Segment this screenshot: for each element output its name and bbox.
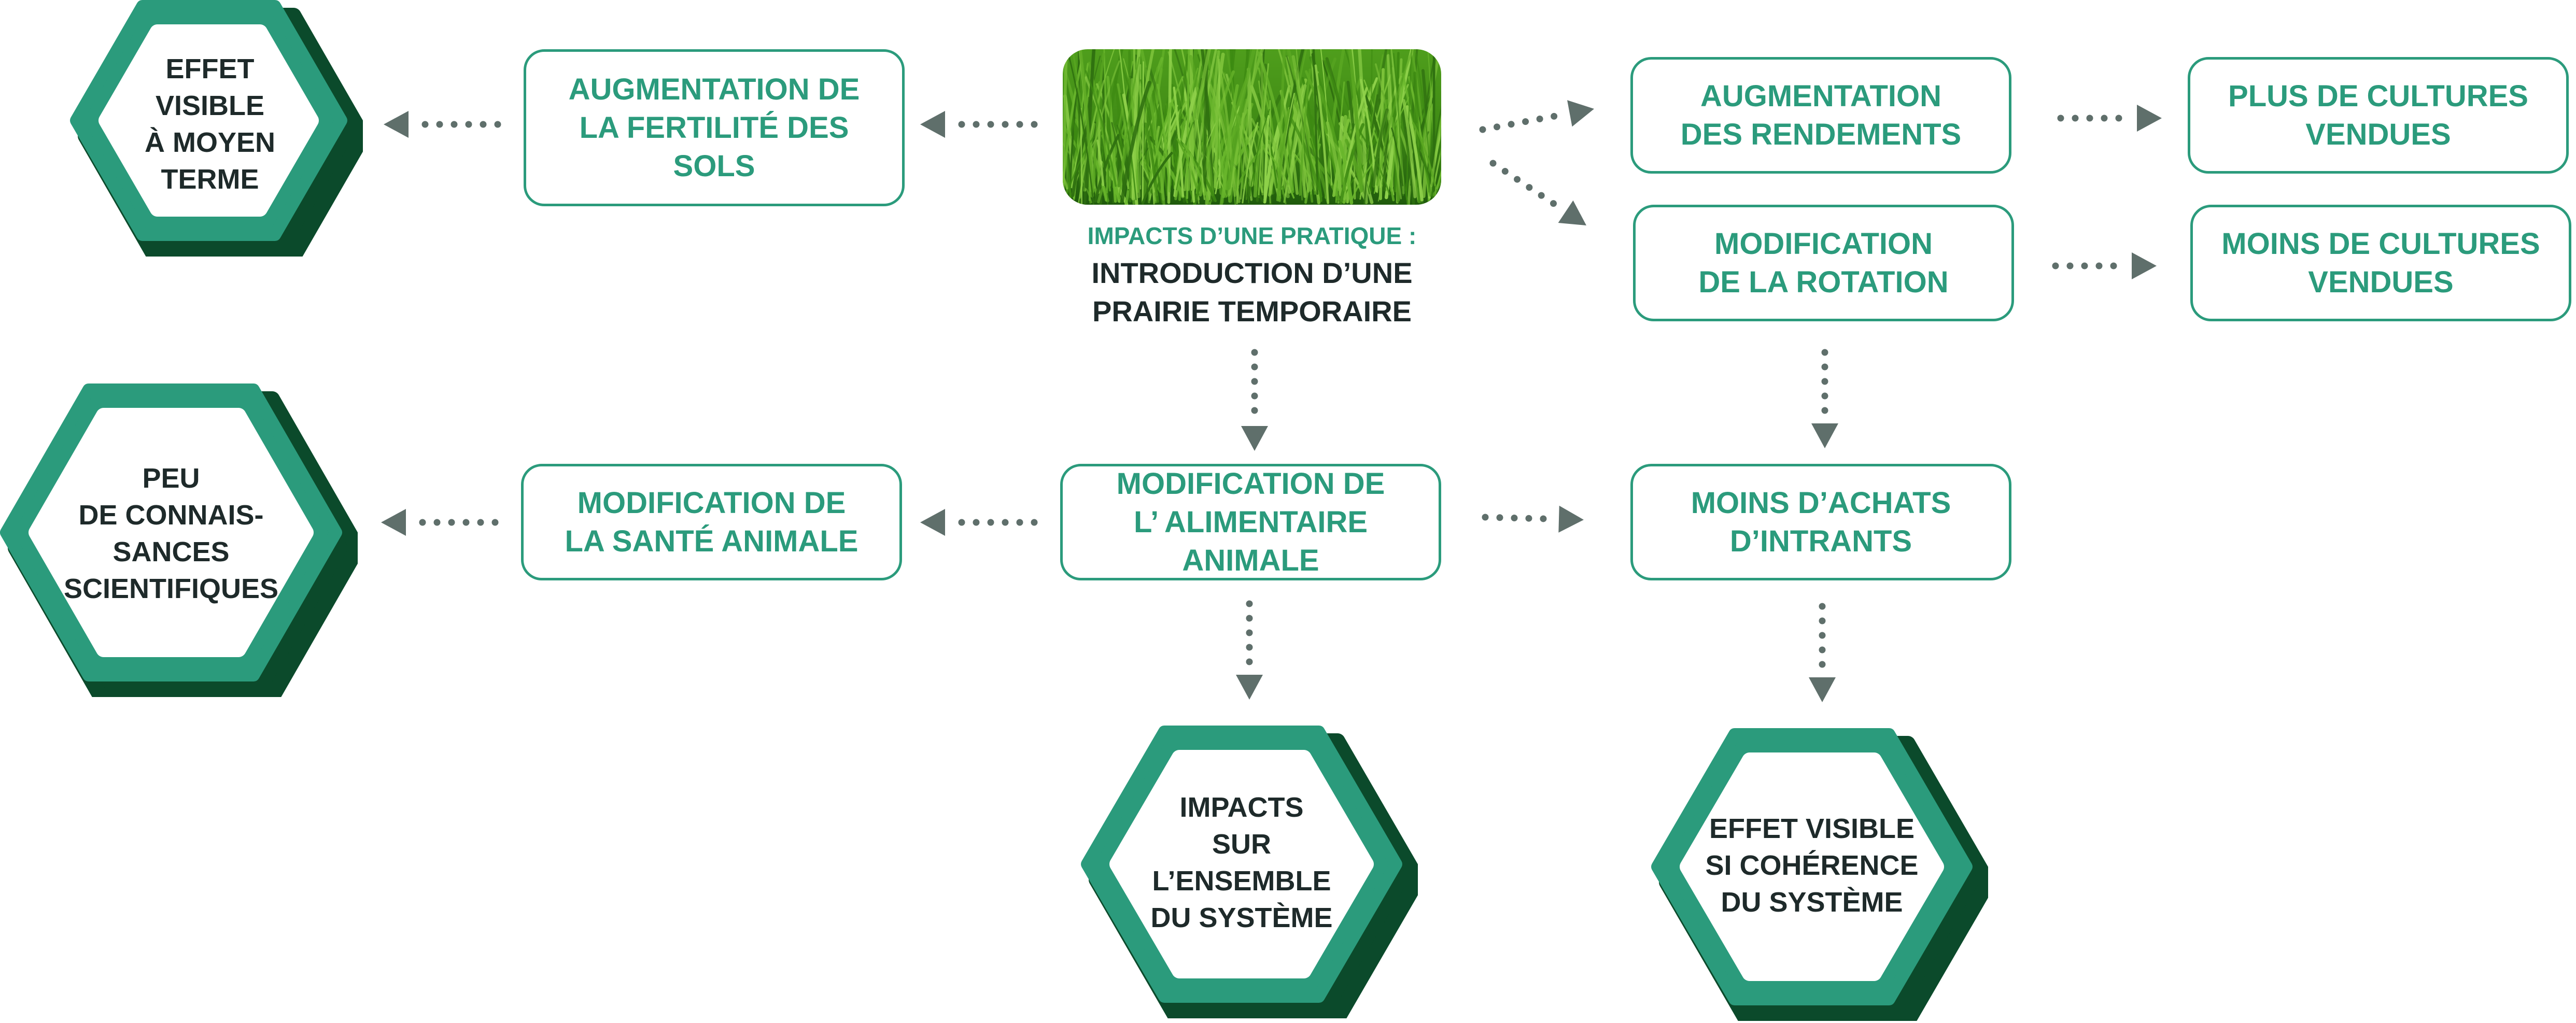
- arrow-alimentaire-to-intrants: [1482, 505, 1584, 533]
- hexagon-shape: [1081, 726, 1418, 1018]
- hex-coherence: EFFET VISIBLE SI COHÉRENCE DU SYSTÈME: [1651, 728, 1988, 1021]
- grass-image: [1063, 49, 1441, 205]
- hexagon-shape: [1651, 728, 1988, 1021]
- hex-connaissances-label: PEU DE CONNAIS- SANCES SCIENTIFIQUES: [63, 463, 279, 604]
- arrow-alimentaire-to-ensemble: [1236, 600, 1263, 700]
- arrow-alimentaire-to-sante: [920, 509, 1038, 536]
- grassland-photo: [1063, 49, 1441, 205]
- hexagon-inner: [1680, 752, 1944, 981]
- hex-connaissances: PEU DE CONNAIS- SANCES SCIENTIFIQUES: [0, 383, 358, 697]
- arrow-sante-to-connaissances: [381, 509, 499, 536]
- box-rendements: AUGMENTATION DES RENDEMENTS: [1630, 57, 2011, 174]
- arrow-fertilite-to-moyen-terme: [384, 111, 501, 138]
- arrow-center-to-alimentaire: [1241, 349, 1268, 451]
- box-sante: MODIFICATION DE LA SANTÉ ANIMALE: [521, 464, 902, 580]
- box-alimentaire: MODIFICATION DE L’ ALIMENTAIRE ANIMALE: [1060, 464, 1441, 580]
- arrow-intrants-to-coherence: [1809, 603, 1836, 702]
- practice-title: INTRODUCTION D’UNE PRAIRIE TEMPORAIRE: [1091, 257, 1413, 328]
- hexagon-shape: [70, 0, 363, 257]
- box-moins-cultures: MOINS DE CULTURES VENDUES: [2190, 205, 2571, 321]
- arrow-rotation-to-intrants: [1811, 349, 1838, 448]
- hexagon-inner: [29, 408, 314, 657]
- arrow-center-to-rendements: [1479, 100, 1594, 133]
- hexagon-inner: [1109, 750, 1374, 978]
- box-intrants: MOINS D’ACHATS D’INTRANTS: [1630, 464, 2011, 580]
- hexagon-shape: [0, 383, 358, 697]
- practice-subtitle: IMPACTS D’UNE PRATIQUE :: [1087, 222, 1417, 249]
- box-rotation: MODIFICATION DE LA ROTATION: [1633, 205, 2014, 321]
- hexagon-inner: [98, 24, 319, 217]
- hex-ensemble-label: IMPACTS SUR L’ENSEMBLE DU SYSTÈME: [1150, 792, 1333, 933]
- box-fertilite: AUGMENTATION DE LA FERTILITÉ DES SOLS: [524, 49, 905, 206]
- hex-moyen-terme-label: EFFET VISIBLE À MOYEN TERME: [144, 53, 276, 195]
- hex-coherence-label: EFFET VISIBLE SI COHÉRENCE DU SYSTÈME: [1705, 813, 1919, 918]
- hex-ensemble: IMPACTS SUR L’ENSEMBLE DU SYSTÈME: [1081, 726, 1418, 1018]
- box-plus-cultures: PLUS DE CULTURES VENDUES: [2188, 57, 2569, 174]
- arrow-rendements-to-plus: [2057, 105, 2162, 132]
- arrow-rotation-to-moins: [2052, 252, 2157, 279]
- hex-moyen-terme: EFFET VISIBLE À MOYEN TERME: [70, 0, 363, 257]
- arrow-center-to-fertilite: [920, 111, 1038, 138]
- arrow-center-to-rotation: [1489, 160, 1586, 225]
